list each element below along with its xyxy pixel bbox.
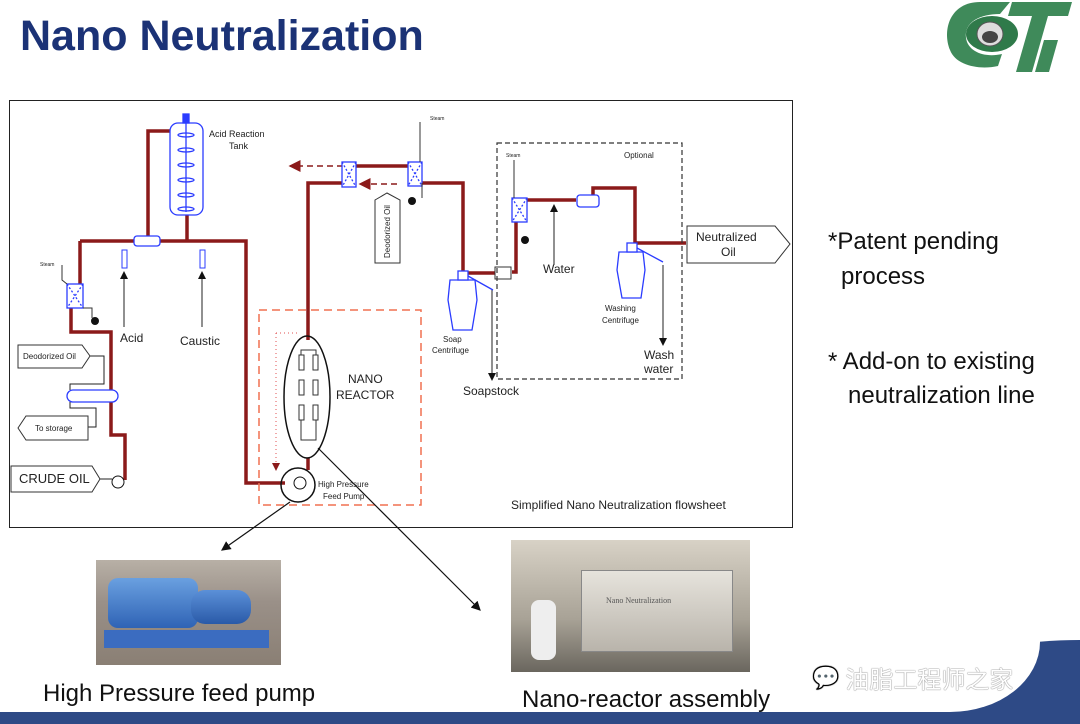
tag-to-storage: To storage bbox=[35, 424, 73, 433]
condensate-traps bbox=[91, 197, 529, 325]
label-pump-2: Feed Pump bbox=[323, 492, 365, 501]
label-acid: Acid bbox=[120, 331, 143, 345]
bullet-patent: *Patent pending bbox=[828, 228, 999, 255]
process-pipes bbox=[69, 129, 686, 485]
flowsheet-frame bbox=[9, 100, 793, 528]
label-washing-centrifuge-2: Centrifuge bbox=[602, 316, 639, 325]
optional-section-boundary bbox=[496, 142, 683, 380]
soap-centrifuge bbox=[447, 270, 494, 331]
label-washing-centrifuge: Washing bbox=[605, 304, 636, 313]
tag-crude-oil: CRUDE OIL bbox=[19, 471, 90, 486]
reactor-caption: Nano-reactor assembly bbox=[522, 686, 771, 713]
reactor-callout-arrow bbox=[317, 447, 481, 611]
pump-callout-arrow bbox=[221, 501, 291, 551]
label-nano: NANO bbox=[348, 372, 383, 386]
wechat-watermark: 💬 油脂工程师之家 bbox=[812, 660, 1013, 695]
tag-deodorized-oil-vertical: Deodorized Oil bbox=[383, 205, 392, 258]
nano-reactor-boundary bbox=[258, 309, 422, 506]
label-soapstock: Soapstock bbox=[463, 384, 520, 398]
reactor-plate-text: Nano Neutralization bbox=[606, 596, 672, 605]
label-soap-centrifuge-2: Centrifuge bbox=[432, 346, 469, 355]
label-reactor: REACTOR bbox=[336, 388, 395, 402]
bullet-addon: * Add-on to existing bbox=[828, 348, 1035, 375]
acid-reaction-tank bbox=[169, 113, 204, 216]
label-pump: High Pressure bbox=[318, 480, 369, 489]
dosing-lines bbox=[69, 204, 667, 480]
label-optional: Optional bbox=[624, 151, 654, 160]
label-caustic: Caustic bbox=[180, 334, 220, 348]
heat-exchangers bbox=[66, 161, 528, 309]
label-acid-tank: Acid Reaction bbox=[209, 129, 265, 139]
nano-reactor bbox=[283, 335, 331, 459]
cti-logo bbox=[947, 2, 1072, 72]
reactor-elements bbox=[298, 349, 319, 441]
nano-reactor-photo: Nano Neutralization bbox=[511, 540, 750, 672]
high-pressure-pump-highlight bbox=[280, 467, 316, 503]
watermark-text: 油脂工程师之家 bbox=[845, 667, 1014, 694]
inline-mixers bbox=[66, 194, 600, 403]
footer-band bbox=[0, 712, 1080, 724]
label-wash-water-2: water bbox=[643, 362, 673, 376]
transfer-pump bbox=[494, 266, 512, 280]
label-wash-water: Wash bbox=[644, 348, 674, 362]
label-acid-tank-2: Tank bbox=[229, 141, 249, 151]
stream-tags bbox=[10, 192, 791, 493]
label-steam: Steam bbox=[40, 262, 54, 268]
tag-neutralized-oil-2: Oil bbox=[721, 245, 736, 259]
pump-photo bbox=[96, 560, 281, 665]
label-steam-2: Steam bbox=[430, 116, 444, 122]
label-water: Water bbox=[543, 262, 575, 276]
steam-lines bbox=[61, 122, 515, 318]
washing-centrifuge bbox=[616, 242, 664, 299]
label-steam-3: Steam bbox=[506, 153, 520, 159]
flowsheet-caption: Simplified Nano Neutralization flowsheet bbox=[511, 498, 726, 512]
wechat-icon: 💬 bbox=[812, 664, 840, 690]
dashed-return-lines bbox=[288, 160, 397, 190]
slide-title: Nano Neutralization bbox=[20, 12, 424, 60]
high-pressure-pump bbox=[293, 476, 307, 490]
bullet-patent-2: process bbox=[841, 263, 926, 290]
bullet-addon-2: neutralization line bbox=[848, 382, 1035, 409]
tag-neutralized-oil: Neutralized bbox=[696, 230, 757, 244]
tag-deodorized-oil: Deodorized Oil bbox=[23, 352, 76, 361]
label-soap-centrifuge: Soap bbox=[443, 335, 462, 344]
pump-caption: High Pressure feed pump bbox=[43, 680, 316, 707]
crude-oil-pump bbox=[111, 475, 125, 489]
